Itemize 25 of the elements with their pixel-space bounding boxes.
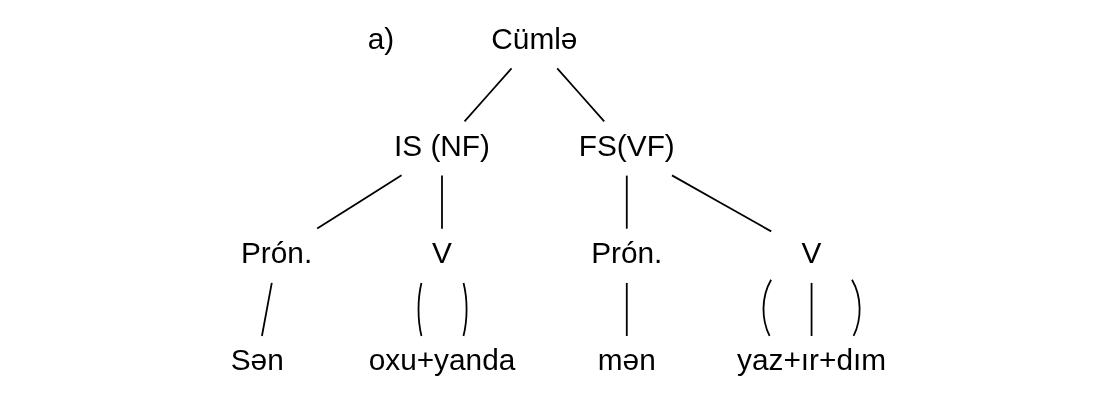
connector xyxy=(625,282,628,337)
node-text: V xyxy=(801,236,821,270)
node-text: oxu+yanda xyxy=(368,343,515,377)
node-text: Prón. xyxy=(240,236,312,270)
node-text: Prón. xyxy=(590,236,662,270)
connector xyxy=(440,174,443,230)
connector xyxy=(315,174,402,230)
connector xyxy=(670,174,772,233)
connector xyxy=(260,282,273,337)
node-text: yaz+ır+dım xyxy=(736,343,886,377)
connector xyxy=(417,282,422,337)
node-text: IS (NF) xyxy=(393,128,490,162)
connector xyxy=(850,278,860,337)
node-text: V xyxy=(431,236,452,270)
node-text: Cümlə xyxy=(490,21,577,55)
connector xyxy=(762,278,772,337)
connector xyxy=(462,282,467,337)
node-text: FS(VF) xyxy=(578,128,675,162)
label: a) xyxy=(367,21,394,55)
connector xyxy=(555,67,605,123)
node-text: Sən xyxy=(230,343,284,377)
connector xyxy=(625,174,628,230)
node-text: mən xyxy=(597,343,656,377)
connector xyxy=(463,67,512,123)
connector xyxy=(810,282,812,337)
